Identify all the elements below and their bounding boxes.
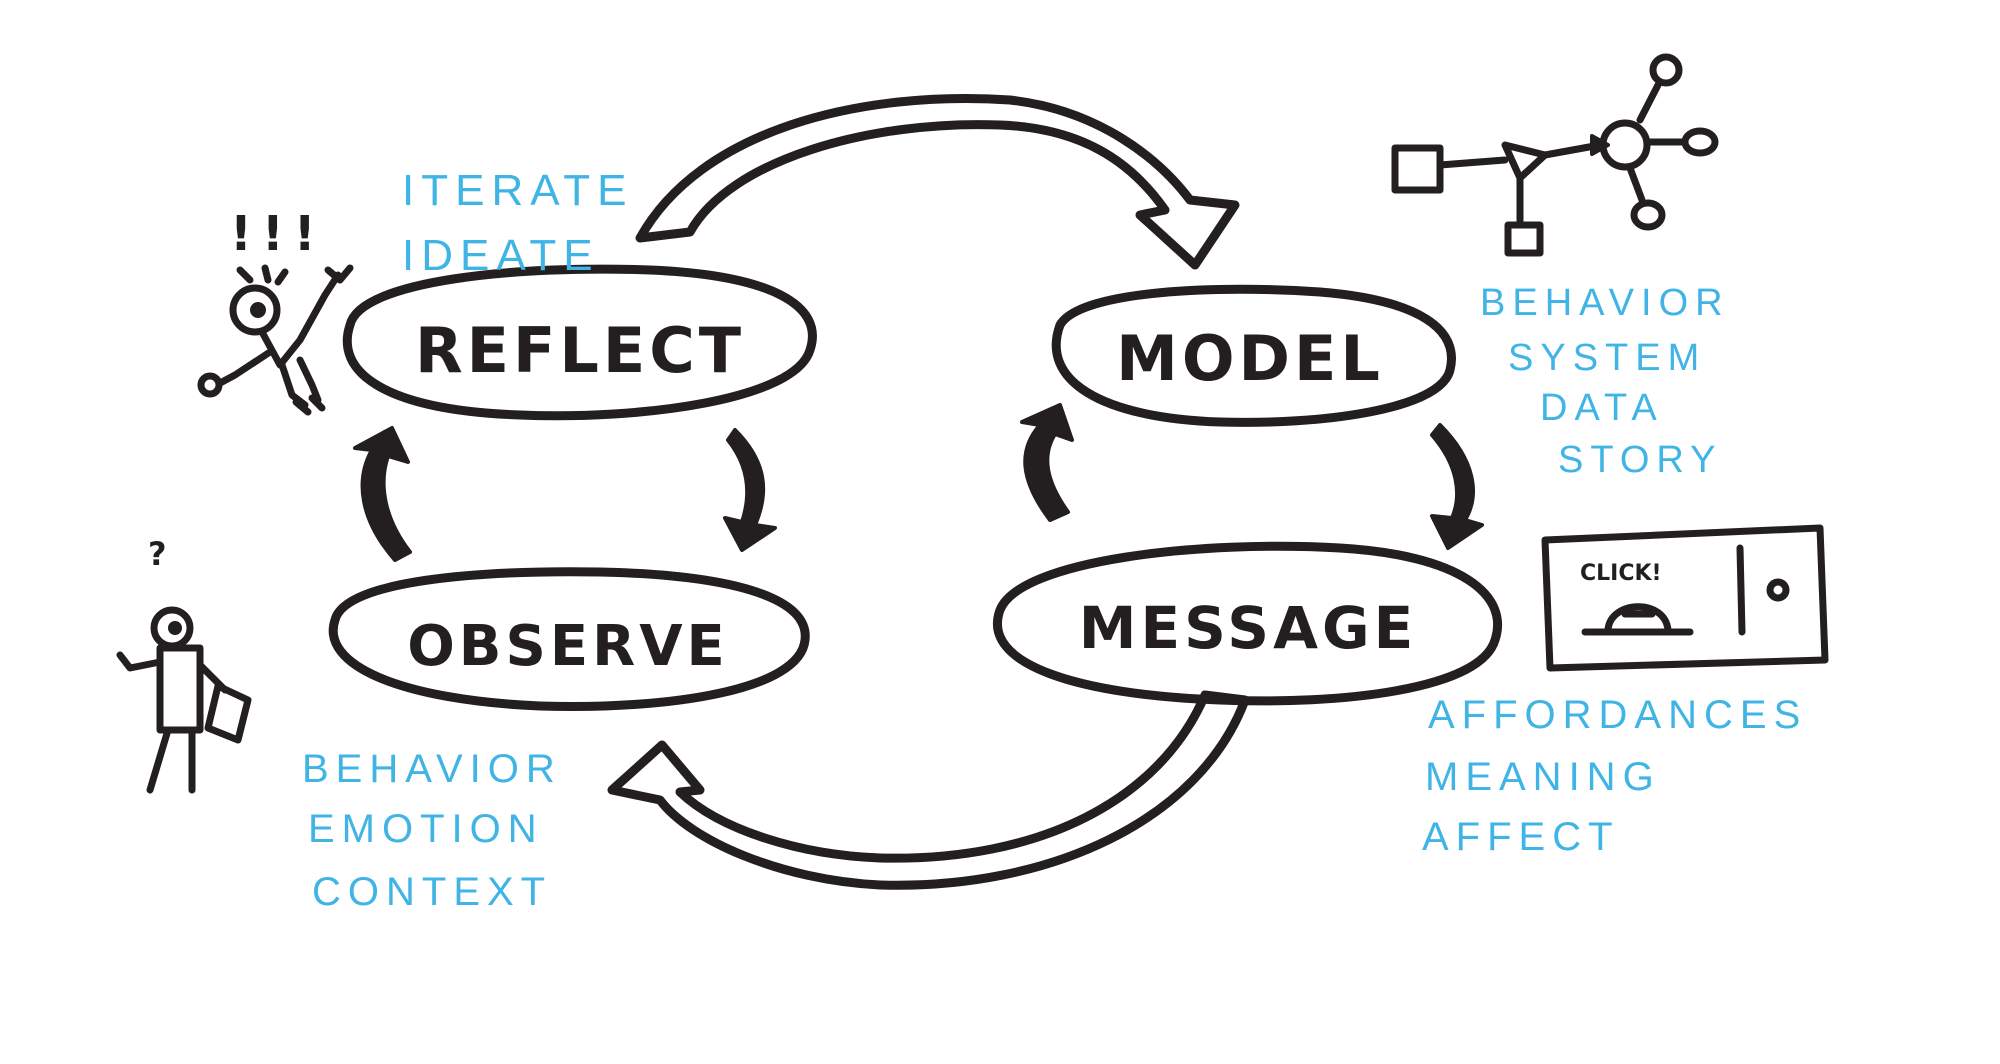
exclaim-marks: !!! (230, 206, 326, 262)
observe-note-3: CONTEXT (312, 870, 552, 914)
observe-note-2: EMOTION (308, 807, 544, 851)
node-model: MODEL (1051, 284, 1456, 427)
curious-person-icon: ? (116, 535, 252, 794)
node-reflect: REFLECT (342, 264, 817, 421)
model-note-4: STORY (1558, 439, 1723, 481)
reflect-note-2: IDEATE (402, 231, 600, 280)
arrow-model-to-message (1430, 423, 1484, 550)
model-note-1: BEHAVIOR (1480, 282, 1730, 324)
screen-click-text: CLICK! (1580, 561, 1662, 586)
node-message: MESSAGE (993, 541, 1503, 706)
arrow-reflect-to-observe (723, 428, 777, 552)
node-model-label: MODEL (1116, 322, 1384, 395)
observe-note-1: BEHAVIOR (302, 747, 562, 791)
node-observe-label: OBSERVE (407, 614, 729, 679)
message-note-3: AFFECT (1422, 815, 1620, 859)
node-reflect-label: REFLECT (415, 314, 745, 387)
model-notes: BEHAVIOR SYSTEM DATA STORY (1480, 282, 1730, 481)
reflect-notes: ITERATE IDEATE (402, 166, 634, 280)
excited-person-icon: !!! (197, 206, 354, 416)
bottom-cycle-arrow (607, 690, 1250, 890)
question-mark: ? (148, 535, 167, 573)
arrow-observe-to-reflect (353, 426, 412, 562)
model-note-3: DATA (1540, 387, 1664, 429)
top-cycle-arrow (635, 94, 1240, 270)
arrow-message-to-model (1020, 403, 1074, 522)
interface-screen-icon: CLICK! (1541, 524, 1829, 672)
observe-notes: BEHAVIOR EMOTION CONTEXT (302, 747, 562, 914)
message-notes: AFFORDANCES MEANING AFFECT (1422, 693, 1807, 859)
model-note-2: SYSTEM (1508, 337, 1706, 379)
node-observe: OBSERVE (328, 567, 810, 711)
message-note-2: MEANING (1425, 755, 1661, 799)
node-message-label: MESSAGE (1079, 594, 1417, 662)
reflect-note-1: ITERATE (402, 166, 634, 215)
message-note-1: AFFORDANCES (1428, 693, 1807, 737)
system-diagram-icon (1391, 53, 1719, 257)
